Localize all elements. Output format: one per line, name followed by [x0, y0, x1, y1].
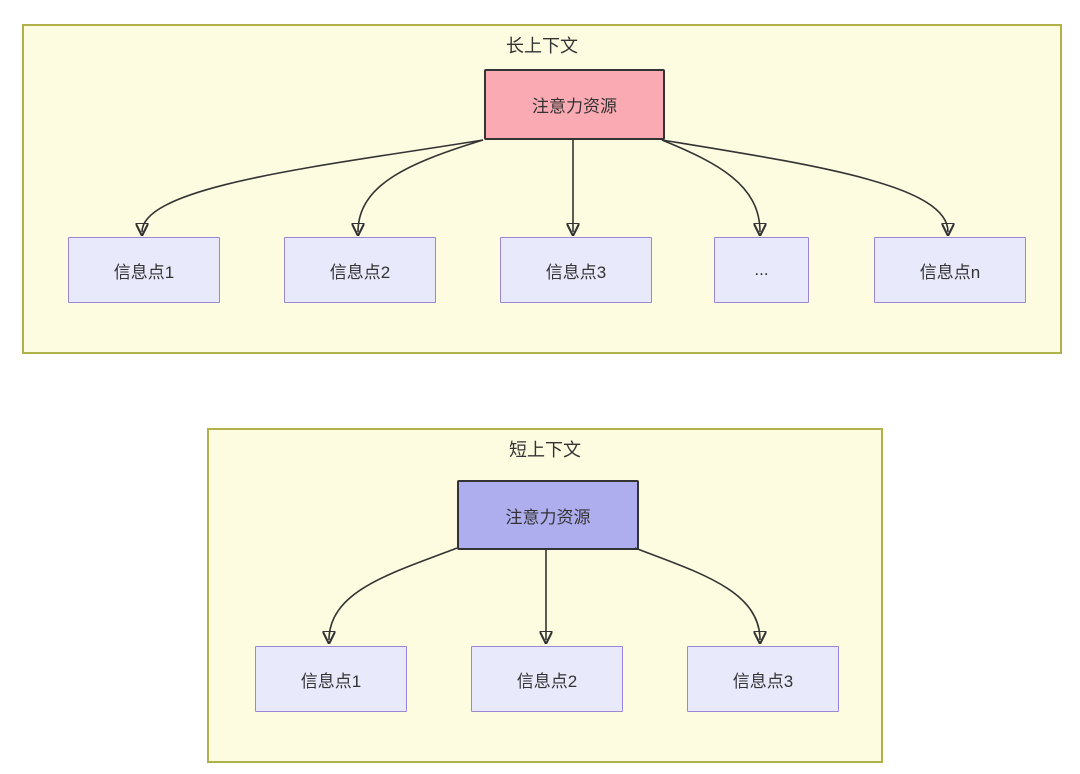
- short-context-info-node-1: 信息点1: [255, 646, 407, 712]
- long-context-info-node-2: 信息点2: [284, 237, 436, 303]
- long-context-panel: 长上下文 注意力资源 信息点1 信息点2 信息点3 ... 信息点n: [22, 24, 1062, 354]
- short-context-info-node-2: 信息点2: [471, 646, 623, 712]
- long-context-info-node-ellipsis: ...: [714, 237, 809, 303]
- short-context-info-node-3: 信息点3: [687, 646, 839, 712]
- long-context-attention-node: 注意力资源: [484, 69, 665, 140]
- long-context-info-node-n: 信息点n: [874, 237, 1026, 303]
- short-context-panel: 短上下文 注意力资源 信息点1 信息点2 信息点3: [207, 428, 883, 763]
- long-context-title: 长上下文: [506, 36, 578, 56]
- short-context-title: 短上下文: [509, 440, 581, 460]
- short-context-attention-node: 注意力资源: [457, 480, 639, 550]
- long-context-info-node-3: 信息点3: [500, 237, 652, 303]
- long-context-info-node-1: 信息点1: [68, 237, 220, 303]
